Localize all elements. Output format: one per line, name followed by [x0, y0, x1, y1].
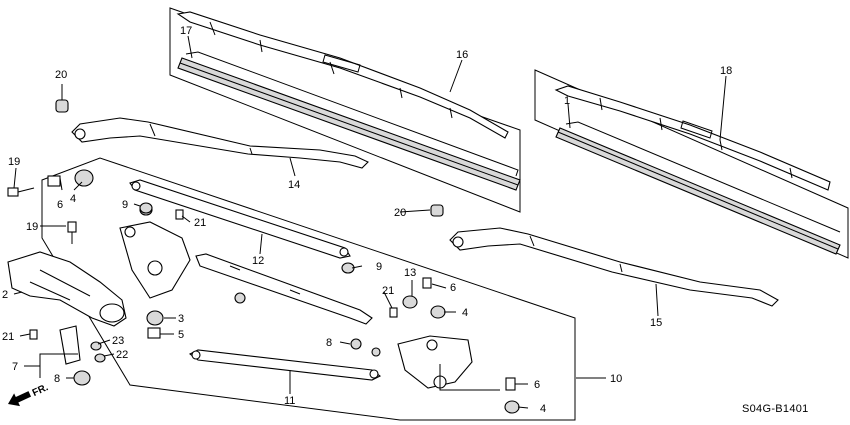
callout-9-mid: 9 — [376, 261, 382, 273]
small-hardware — [7, 99, 444, 386]
callout-6-top: 6 — [57, 199, 63, 211]
callout-23: 23 — [112, 335, 124, 347]
callout-20-top: 20 — [55, 69, 67, 81]
callout-21-mid: 21 — [382, 285, 394, 297]
callout-6-low: 6 — [534, 379, 540, 391]
callout-4-top: 4 — [70, 193, 76, 205]
callout-19-top: 19 — [8, 156, 20, 168]
wiper-arm-14 — [71, 117, 369, 169]
callout-16: 16 — [456, 49, 468, 61]
callout-12: 12 — [252, 255, 264, 267]
linkage-assembly-box-10 — [41, 157, 576, 421]
wiper-arm-15 — [449, 227, 779, 307]
wiper-motor-2 — [7, 251, 127, 365]
diagram-code: S04G-B1401 — [742, 403, 809, 415]
callout-11: 11 — [284, 395, 295, 407]
callout-20-mid: 20 — [394, 207, 406, 219]
callout-4-low: 4 — [540, 403, 546, 415]
callout-14: 14 — [288, 179, 300, 191]
callout-3: 3 — [178, 313, 184, 325]
callout-numbers: 17 16 18 1 20 14 19 6 4 9 21 19 20 12 9 … — [2, 25, 732, 415]
callout-18: 18 — [720, 65, 732, 77]
wiper-blade-box-16 — [169, 7, 521, 213]
callout-2: 2 — [2, 289, 8, 301]
callout-7: 7 — [12, 361, 18, 373]
callout-19-mid: 19 — [26, 221, 38, 233]
wiper-blade-box-18 — [534, 69, 849, 259]
callout-15: 15 — [650, 317, 662, 329]
callout-21-low: 21 — [2, 331, 14, 343]
callout-4-mid: 4 — [462, 307, 468, 319]
callout-8-low: 8 — [54, 373, 60, 385]
callout-9-top: 9 — [122, 199, 128, 211]
direction-label: FR. — [31, 382, 50, 399]
callout-13: 13 — [404, 267, 416, 279]
callout-6-mid: 6 — [450, 282, 456, 294]
callout-22: 22 — [116, 349, 128, 361]
callout-10: 10 — [610, 373, 622, 385]
callout-17: 17 — [180, 25, 192, 37]
callout-8-mid: 8 — [326, 337, 332, 349]
front-direction-arrow: FR. — [8, 382, 50, 407]
callout-21-top: 21 — [194, 217, 206, 229]
leader-lines — [13, 35, 727, 409]
callout-5: 5 — [178, 329, 184, 341]
callout-1: 1 — [564, 95, 570, 107]
